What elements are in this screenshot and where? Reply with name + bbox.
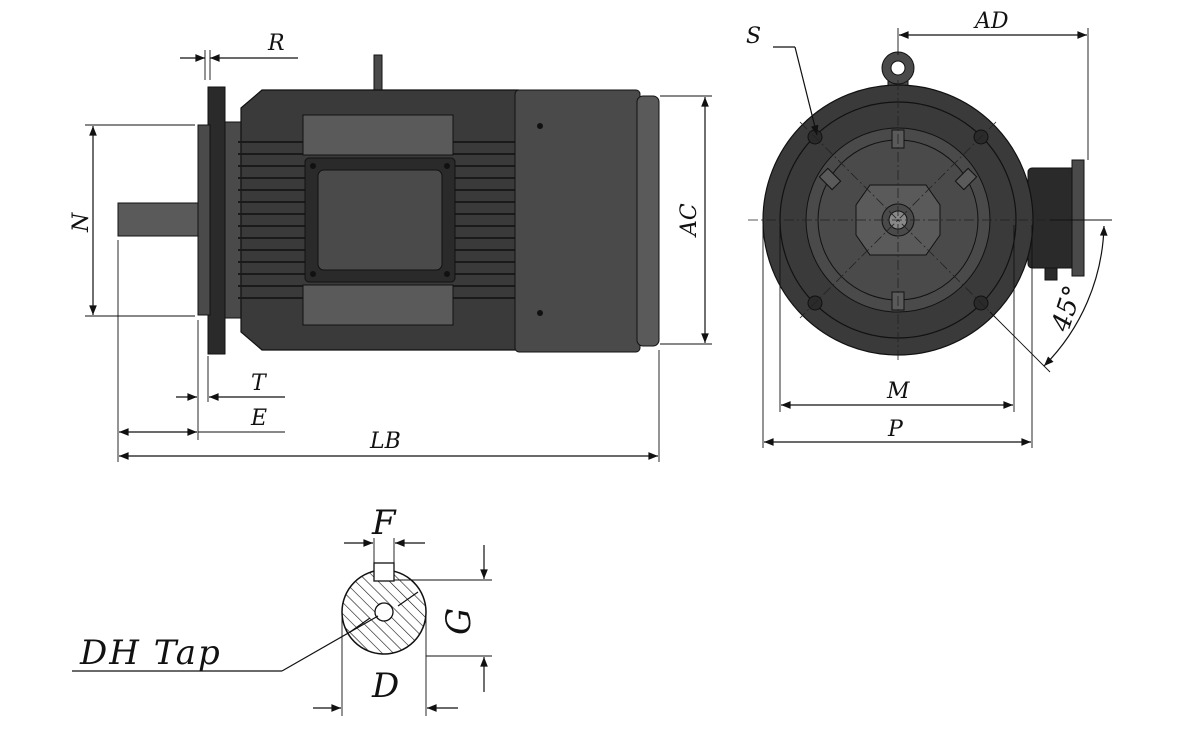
label-ad: AD bbox=[973, 9, 1009, 34]
screw-icon bbox=[310, 163, 316, 169]
label-lb: LB bbox=[369, 429, 401, 454]
key bbox=[373, 562, 395, 582]
flange-spigot bbox=[197, 124, 211, 316]
bolt-icon bbox=[537, 310, 543, 316]
center-tap-hole bbox=[374, 602, 394, 622]
label-p: P bbox=[887, 417, 904, 442]
dimension-labels: R N T E LB AC S AD 45° M P F G D DH Tap bbox=[69, 9, 1089, 706]
label-ac: AC bbox=[677, 203, 702, 238]
label-g: G bbox=[439, 608, 479, 635]
terminal-box-bottom-panel bbox=[302, 284, 454, 326]
side-view-dimensions bbox=[85, 50, 712, 462]
label-angle: 45° bbox=[1046, 282, 1089, 336]
terminal-box-cover bbox=[317, 169, 443, 271]
front-view bbox=[748, 51, 1085, 360]
bolt-icon bbox=[537, 123, 543, 129]
label-m: M bbox=[886, 379, 910, 404]
fan-cover bbox=[636, 95, 660, 347]
side-view bbox=[117, 54, 660, 355]
lifting-eye bbox=[373, 54, 383, 96]
vent-slots bbox=[818, 129, 978, 311]
cable-gland bbox=[1044, 267, 1058, 281]
terminal-box-top-panel bbox=[302, 114, 454, 156]
label-t: T bbox=[251, 371, 268, 396]
cooling-fins bbox=[238, 141, 515, 299]
label-d: D bbox=[371, 666, 399, 706]
end-shield bbox=[224, 121, 242, 319]
label-e: E bbox=[250, 406, 267, 431]
screw-icon bbox=[310, 271, 316, 277]
front-view-dimensions bbox=[762, 28, 1112, 448]
label-s: S bbox=[746, 24, 761, 49]
terminal-box-lid bbox=[1071, 159, 1085, 277]
label-dh-tap: DH Tap bbox=[79, 633, 222, 673]
shaft bbox=[117, 202, 199, 237]
screw-icon bbox=[444, 163, 450, 169]
shaft-section bbox=[72, 538, 492, 716]
screw-icon bbox=[444, 271, 450, 277]
label-n: N bbox=[69, 212, 94, 233]
rear-housing bbox=[514, 89, 641, 353]
label-r: R bbox=[267, 31, 285, 56]
flange bbox=[207, 86, 226, 355]
label-f: F bbox=[371, 503, 397, 543]
